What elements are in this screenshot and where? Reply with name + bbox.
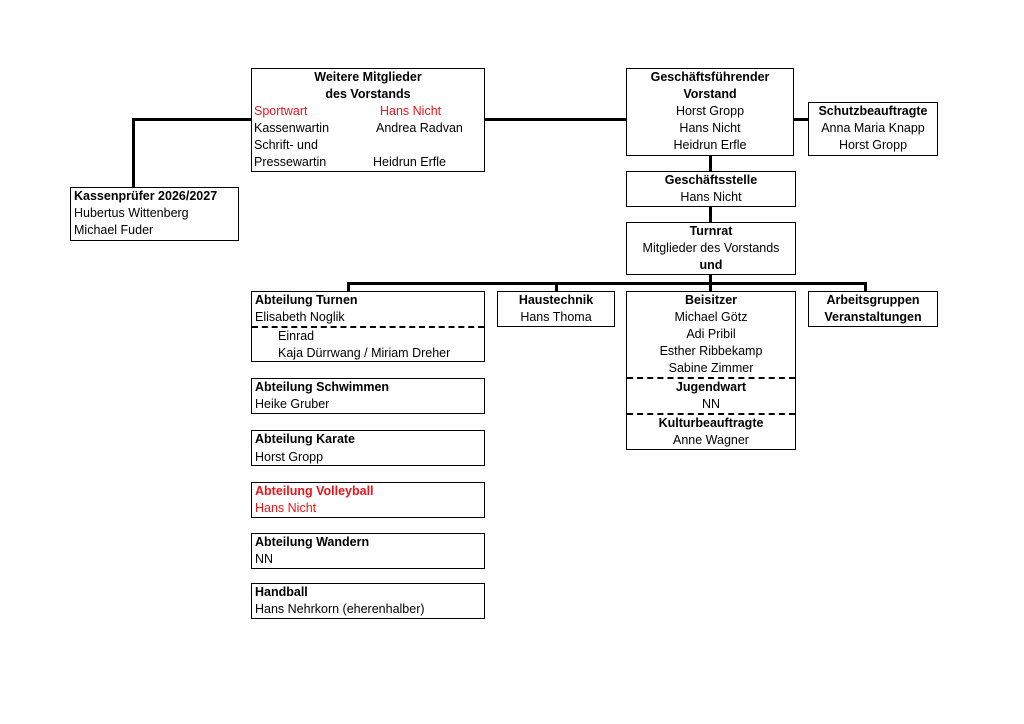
- abteilung-title: Abteilung Wandern: [255, 535, 370, 549]
- schutz-member: Horst Gropp: [838, 138, 908, 152]
- connector-geschaeftsstelle-turnrat: [709, 206, 712, 223]
- kultur-title: Kulturbeauftragte: [658, 416, 764, 430]
- beisitzer-title: Beisitzer: [684, 293, 738, 307]
- gf-title-line2: Vorstand: [683, 87, 737, 101]
- gf-member: Horst Gropp: [675, 104, 745, 118]
- turnrat-line2: Mitglieder des Vorstands: [642, 241, 780, 255]
- connector-kasse-vertical: [132, 118, 135, 188]
- beisitzer-jugendwart-section: Jugendwart NN: [627, 377, 795, 413]
- connector-bus-haustechnik: [555, 282, 558, 292]
- box-turnrat: Turnrat Mitglieder des Vorstands und: [626, 222, 796, 275]
- box-abteilung-volleyball: Abteilung Volleyball Hans Nicht: [251, 482, 485, 518]
- box-geschaeftsfuehrender-vorstand: Geschäftsführender Vorstand Horst Gropp …: [626, 68, 794, 156]
- schutz-member: Anna Maria Knapp: [821, 121, 925, 135]
- weitere-role-pressewartin: Pressewartin: [254, 155, 327, 169]
- connector-kasse-horizontal: [133, 118, 253, 121]
- box-beisitzer: Beisitzer Michael Götz Adi Pribil Esther…: [626, 291, 796, 450]
- haustechnik-member: Hans Thoma: [520, 310, 592, 324]
- box-abteilung-turnen: Abteilung Turnen Elisabeth Noglik Einrad…: [251, 291, 485, 362]
- beisitzer-member: Esther Ribbekamp: [659, 344, 763, 358]
- connector-bus: [348, 282, 867, 285]
- kasse-title: Kassenprüfer 2026/2027: [74, 189, 218, 203]
- schutz-title: Schutzbeauftragte: [818, 104, 928, 118]
- turnen-title: Abteilung Turnen: [255, 293, 358, 307]
- connector-bus-turnen: [347, 282, 350, 292]
- turnen-einrad-members: Kaja Dürrwang / Miriam Dreher: [278, 346, 451, 360]
- weitere-title-line1: Weitere Mitglieder: [314, 70, 422, 84]
- box-abteilung-karate: Abteilung Karate Horst Gropp: [251, 430, 485, 466]
- haustechnik-title: Haustechnik: [518, 293, 594, 307]
- box-haustechnik: Haustechnik Hans Thoma: [497, 291, 615, 327]
- box-schutzbeauftragte: Schutzbeauftragte Anna Maria Knapp Horst…: [808, 102, 938, 156]
- gf-member: Hans Nicht: [679, 121, 741, 135]
- abteilung-title: Abteilung Karate: [255, 432, 356, 446]
- box-abteilung-wandern: Abteilung Wandern NN: [251, 533, 485, 569]
- arbeitsgruppen-title-line1: Arbeitsgruppen: [826, 293, 920, 307]
- weitere-role-kassenwartin: Kassenwartin: [254, 121, 330, 135]
- connector-vorstand-link: [484, 118, 628, 121]
- weitere-title-line2: des Vorstands: [325, 87, 411, 101]
- connector-bus-arbeitsgruppen: [864, 282, 867, 292]
- geschaeftsstelle-member: Hans Nicht: [680, 190, 742, 204]
- connector-schutz: [793, 118, 809, 121]
- connector-gf-geschaeftsstelle: [709, 155, 712, 172]
- arbeitsgruppen-title-line2: Veranstaltungen: [824, 310, 922, 324]
- abteilung-title: Handball: [255, 585, 308, 599]
- beisitzer-member: Michael Götz: [674, 310, 748, 324]
- turnrat-title: Turnrat: [689, 224, 733, 238]
- weitere-name-pressewartin: Heidrun Erfle: [373, 155, 446, 169]
- box-weitere-mitglieder: Weitere Mitglieder des Vorstands Sportwa…: [251, 68, 485, 172]
- turnen-einrad-title: Einrad: [278, 329, 315, 343]
- beisitzer-member: Adi Pribil: [686, 327, 736, 341]
- weitere-name-kassenwartin: Andrea Radvan: [376, 121, 463, 135]
- abteilung-leader: Hans Nicht: [255, 501, 317, 515]
- kasse-member: Hubertus Wittenberg: [74, 206, 189, 220]
- gf-member: Heidrun Erfle: [673, 138, 747, 152]
- abteilung-leader: Horst Gropp: [255, 450, 324, 464]
- weitere-role-sportwart: Sportwart: [254, 104, 308, 118]
- abteilung-leader: Hans Nehrkorn (eherenhalber): [255, 602, 425, 616]
- kultur-member: Anne Wagner: [673, 433, 749, 447]
- connector-turnrat-bus: [709, 273, 712, 284]
- abteilung-title: Abteilung Volleyball: [255, 484, 374, 498]
- abteilung-leader: NN: [255, 552, 274, 566]
- kasse-member: Michael Fuder: [74, 223, 154, 237]
- jugendwart-member: NN: [701, 397, 721, 411]
- box-arbeitsgruppen: Arbeitsgruppen Veranstaltungen: [808, 291, 938, 327]
- connector-bus-beisitzer: [709, 282, 712, 292]
- box-geschaeftsstelle: Geschäftsstelle Hans Nicht: [626, 171, 796, 207]
- beisitzer-kultur-section: Kulturbeauftragte Anne Wagner: [627, 413, 795, 449]
- gf-title-line1: Geschäftsführender: [650, 70, 770, 84]
- box-kassenpruefer: Kassenprüfer 2026/2027 Hubertus Wittenbe…: [70, 187, 239, 241]
- weitere-name-sportwart: Hans Nicht: [380, 104, 442, 118]
- turnen-einrad-section: Einrad Kaja Dürrwang / Miriam Dreher: [252, 326, 484, 362]
- abteilung-leader: Heike Gruber: [255, 397, 330, 411]
- jugendwart-title: Jugendwart: [675, 380, 747, 394]
- geschaeftsstelle-title: Geschäftsstelle: [664, 173, 758, 187]
- box-handball: Handball Hans Nehrkorn (eherenhalber): [251, 583, 485, 619]
- box-abteilung-schwimmen: Abteilung Schwimmen Heike Gruber: [251, 378, 485, 414]
- abteilung-title: Abteilung Schwimmen: [255, 380, 390, 394]
- turnen-leader: Elisabeth Noglik: [255, 310, 345, 324]
- beisitzer-member: Sabine Zimmer: [668, 361, 754, 375]
- turnrat-line3: und: [699, 258, 723, 272]
- weitere-role-schrift: Schrift- und: [254, 138, 318, 152]
